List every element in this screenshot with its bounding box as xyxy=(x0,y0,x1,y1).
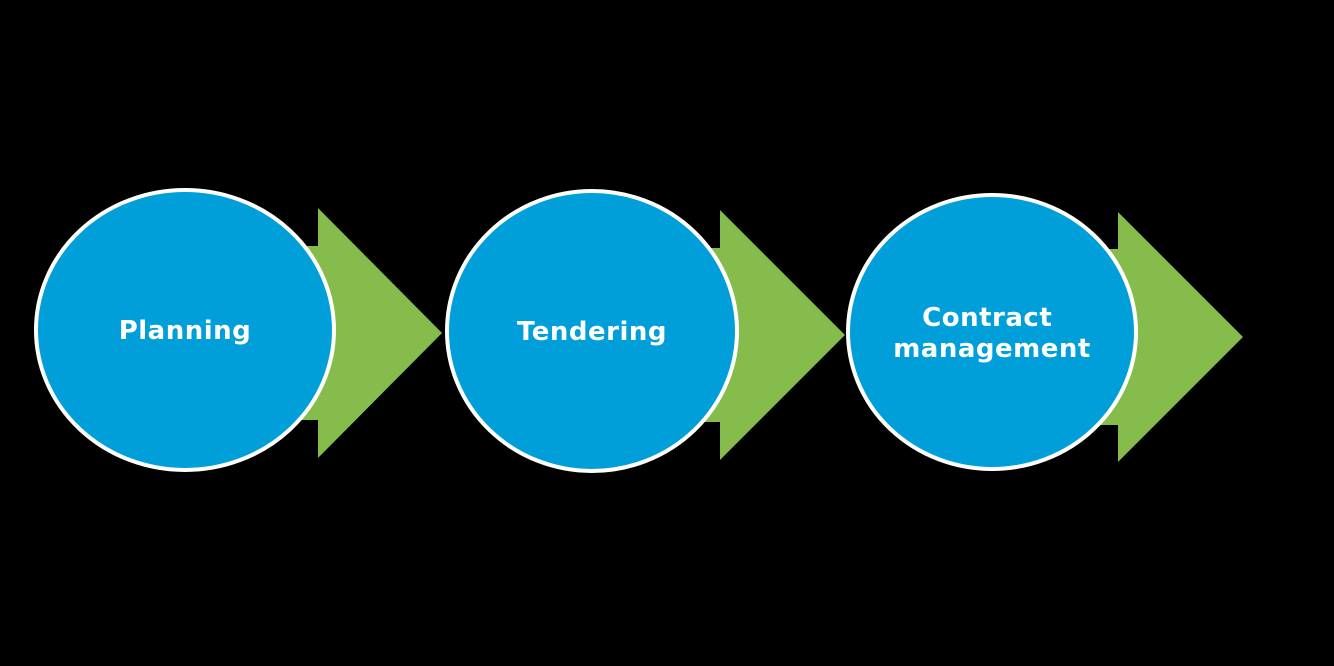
stage-circle-planning xyxy=(34,188,336,472)
stage-contract-management: Contract management xyxy=(846,193,1243,471)
stage-tendering: Tendering xyxy=(445,189,845,473)
stage-label-line: management xyxy=(893,334,1091,364)
arrow-chevron-1 xyxy=(300,208,442,458)
stage-planning: Planning xyxy=(34,188,442,472)
stage-label-line: Contract xyxy=(922,303,1052,333)
stage-label-planning: Planning xyxy=(119,316,252,346)
stage-circle-tendering xyxy=(445,189,739,473)
stage-label-contract-management: Contract management xyxy=(893,303,1091,364)
arrow-chevron-3 xyxy=(1100,212,1243,462)
stage-circle-contract-management xyxy=(846,193,1138,471)
stage-label-line: Planning xyxy=(119,316,252,346)
stage-label-tendering: Tendering xyxy=(517,317,667,347)
stage-label-line: Tendering xyxy=(517,317,667,347)
arrow-chevron-2 xyxy=(700,210,845,460)
